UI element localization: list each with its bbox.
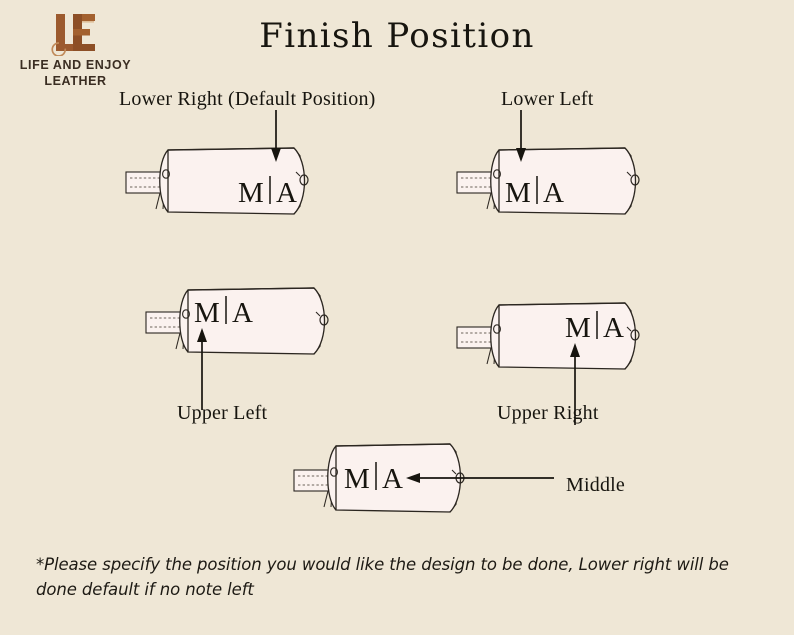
label-upper-right: Upper Right	[497, 402, 599, 424]
arrow-up-icon	[570, 343, 580, 425]
monogram-left-initial: M	[505, 177, 531, 209]
bag-side-strap	[456, 326, 496, 349]
bag-illustration-middle: M A	[293, 443, 554, 513]
le-monogram-icon	[50, 14, 95, 56]
monogram-left-initial: M	[565, 312, 591, 344]
bag-upper-left[interactable]: M A	[144, 280, 364, 410]
monogram-right-initial: A	[543, 177, 564, 209]
bag-illustration-lower-right: M A	[125, 110, 309, 215]
bag-side-strap	[145, 311, 185, 334]
bag-side-strap	[456, 171, 496, 194]
arrow-down-icon	[271, 110, 281, 162]
brand-name: LIFE AND ENJOY LEATHER	[19, 58, 132, 88]
monogram-left-initial: M	[238, 177, 264, 209]
bag-side-strap	[125, 171, 165, 194]
bag-middle[interactable]: M A	[292, 430, 582, 540]
monogram-right-initial: A	[232, 297, 253, 329]
arrow-down-icon	[516, 110, 526, 162]
bag-side-strap	[293, 469, 333, 492]
bag-illustration-upper-left: M A	[145, 287, 329, 410]
monogram-lower-left: M A	[505, 176, 564, 209]
monogram-lower-right: M A	[238, 176, 297, 209]
bag-upper-right[interactable]: M A	[455, 295, 675, 425]
bag-lower-right[interactable]: M A	[124, 110, 344, 240]
monogram-left-initial: M	[194, 297, 220, 329]
brand-logo: LIFE AND ENJOY LEATHER	[8, 10, 143, 89]
monogram-right-initial: A	[276, 177, 297, 209]
monogram-left-initial: M	[344, 463, 370, 495]
monogram-upper-right: M A	[565, 311, 624, 344]
monogram-right-initial: A	[382, 463, 403, 495]
bag-lower-left[interactable]: M A	[455, 110, 675, 240]
page-title: Finish Position	[259, 16, 535, 56]
monogram-middle: M A	[344, 462, 403, 495]
bag-illustration-lower-left: M A	[456, 110, 640, 215]
bag-illustration-upper-right: M A	[456, 302, 640, 425]
arrow-up-icon	[197, 328, 207, 410]
monogram-upper-left: M A	[194, 296, 253, 329]
label-lower-left: Lower Left	[501, 88, 594, 110]
monogram-right-initial: A	[603, 312, 624, 344]
arrow-left-icon	[406, 473, 554, 483]
label-middle: Middle	[566, 474, 625, 496]
footer-disclaimer: *Please specify the position you would l…	[36, 555, 729, 600]
label-lower-right: Lower Right (Default Position)	[119, 88, 376, 110]
label-upper-left: Upper Left	[177, 402, 268, 424]
